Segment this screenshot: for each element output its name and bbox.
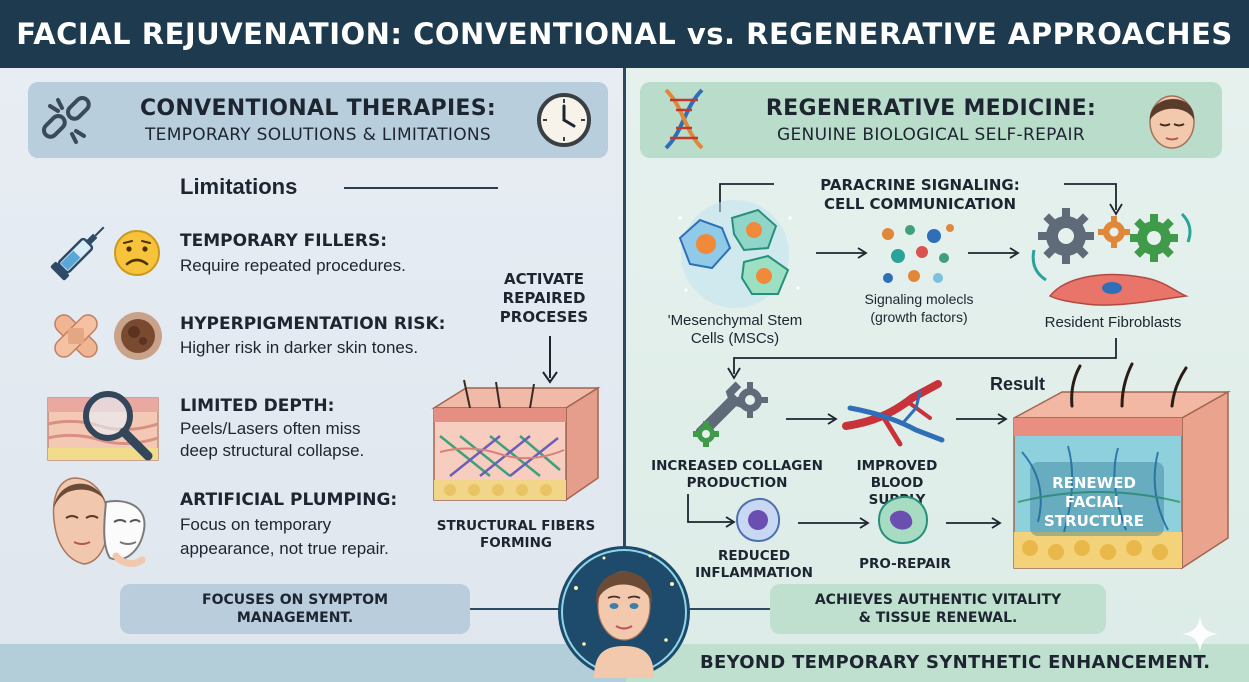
face-with-mask-icon (52, 477, 146, 567)
signaling-line: Signaling molecls (864, 291, 974, 307)
arrow-right-icon (956, 413, 1008, 425)
blood-line: IMPROVED BLOOD (856, 458, 938, 491)
renewed-line: RENEWED (1052, 474, 1136, 492)
skin-cross-section-icon (431, 379, 601, 502)
sad-face-icon (114, 230, 160, 276)
molecules-icon (882, 224, 954, 283)
arrow-right-icon (798, 517, 870, 529)
fibers-label: STRUCTURAL FIBERS FORMING (430, 518, 602, 552)
activate-line: REPAIRED (502, 289, 586, 307)
inflammation-label: REDUCED INFLAMMATION (684, 548, 824, 582)
regenerative-header: REGENERATIVE MEDICINE: GENUINE BIOLOGICA… (640, 82, 1222, 158)
dna-icon (664, 88, 704, 150)
blood-supply-label: IMPROVED BLOOD SUPPLY (840, 458, 954, 509)
limitation-body: deep structural collapse. (180, 441, 365, 460)
limitation-title: TEMPORARY FILLERS: (180, 231, 388, 251)
limitation-title: HYPERPIGMENTATION RISK: (180, 314, 446, 334)
regenerative-panel (626, 68, 1249, 682)
conventional-header-subtitle: TEMPORARY SOLUTIONS & LIMITATIONS (144, 124, 491, 145)
activate-label: ACTIVATE REPAIRED PROCESES (488, 270, 600, 327)
paracrine-line: PARACRINE SIGNALING: (820, 176, 1020, 194)
renewed-skin-block-icon (1013, 362, 1231, 570)
msc-line: 'Mesenchymal Stem (667, 312, 803, 329)
conventional-header: CONVENTIONAL THERAPIES: TEMPORARY SOLUTI… (28, 82, 608, 158)
result-label: Result (990, 374, 1046, 394)
regenerative-header-subtitle: GENUINE BIOLOGICAL SELF-REPAIR (777, 124, 1085, 145)
panel-divider (623, 68, 626, 638)
vitality-line: ACHIEVES AUTHENTIC VITALITY (814, 592, 1062, 608)
activate-line: ACTIVATE (504, 270, 584, 288)
magnifier-skin-icon (47, 391, 159, 461)
symptom-line: FOCUSES ON SYMPTOM (202, 592, 388, 608)
bandage-icon (54, 314, 98, 358)
fibroblasts-label: Resident Fibroblasts (1044, 314, 1182, 331)
msc-line: Cells (MSCs) (690, 330, 780, 347)
page-title: FACIAL REJUVENATION: CONVENTIONAL vs. RE… (16, 17, 1233, 51)
signaling-line: (growth factors) (870, 309, 968, 325)
collagen-line: PRODUCTION (686, 475, 788, 491)
authentic-vitality-box: ACHIEVES AUTHENTIC VITALITY & TISSUE REN… (770, 584, 1106, 634)
immune-cell-icon (735, 497, 781, 543)
connector-left (470, 608, 560, 610)
renewed-structure-label: RENEWED FACIAL STRUCTURE (1034, 474, 1154, 531)
limitation-body: Focus on temporary (180, 515, 332, 534)
pro-repair-cell-icon (877, 495, 929, 545)
limitation-body: Peels/Lasers often miss (180, 419, 361, 438)
gears-icon (1031, 208, 1192, 306)
inflammation-line: REDUCED (717, 548, 791, 564)
clock-icon (537, 93, 591, 147)
collagen-line: INCREASED COLLAGEN (651, 458, 823, 474)
conventional-panel (0, 68, 624, 682)
outcome-flow-arrows (727, 338, 1117, 380)
syringe-icon (50, 226, 105, 281)
fibers-line: STRUCTURAL FIBERS (436, 518, 596, 534)
pro-repair-label: PRO-REPAIR (859, 556, 951, 572)
arrow-right-icon (786, 413, 838, 425)
symptom-line: MANAGEMENT. (236, 610, 354, 626)
wrench-gear-icon (693, 381, 768, 447)
title-bar: FACIAL REJUVENATION: CONVENTIONAL vs. RE… (0, 0, 1249, 68)
limitation-title: LIMITED DEPTH: (180, 396, 335, 416)
conventional-header-title: CONVENTIONAL THERAPIES: (139, 95, 497, 121)
sparkle-icon (1182, 616, 1218, 652)
stem-cells-icon (678, 200, 800, 308)
fibers-line: FORMING (480, 535, 552, 551)
limitations-rule (344, 187, 498, 189)
limitation-body: appearance, not true repair. (180, 539, 389, 558)
vitality-line: & TISSUE RENEWAL. (858, 610, 1018, 626)
broken-chain-icon (41, 95, 91, 144)
limitation-body: Require repeated procedures. (180, 256, 406, 275)
renewed-line: STRUCTURE (1044, 512, 1144, 530)
connector-right (688, 608, 770, 610)
regenerative-header-title: REGENERATIVE MEDICINE: (765, 95, 1097, 121)
arrow-right-icon (968, 247, 1020, 259)
down-arrow-icon (542, 336, 558, 384)
paracrine-label: PARACRINE SIGNALING: CELL COMMUNICATION (770, 176, 1070, 214)
msc-label: 'Mesenchymal Stem Cells (MSCs) (650, 312, 820, 348)
limitations-title: Limitations (180, 174, 298, 199)
paracrine-line: CELL COMMUNICATION (823, 195, 1017, 213)
signaling-label: Signaling molecls (growth factors) (840, 290, 998, 326)
footer-right-band (626, 644, 1249, 682)
symptom-management-box: FOCUSES ON SYMPTOM MANAGEMENT. (120, 584, 470, 634)
serene-face-icon (1149, 95, 1195, 149)
glowing-face-icon (558, 546, 690, 678)
dark-spot-icon (114, 312, 162, 360)
arrow-right-icon (816, 247, 868, 259)
footer-text: BEYOND TEMPORARY SYNTHETIC ENHANCEMENT. (700, 652, 1211, 673)
blood-vessel-icon (842, 380, 945, 447)
inflammation-line: INFLAMMATION (695, 565, 813, 581)
limitation-body: Higher risk in darker skin tones. (180, 338, 419, 357)
activate-line: PROCESES (499, 308, 589, 326)
renewed-line: FACIAL (1065, 493, 1123, 511)
limitation-title: ARTIFICIAL PLUMPING: (180, 490, 398, 510)
collagen-label: INCREASED COLLAGEN PRODUCTION (648, 458, 826, 492)
arrow-right-icon (946, 517, 1002, 529)
branch-arrow-icon (687, 494, 736, 528)
